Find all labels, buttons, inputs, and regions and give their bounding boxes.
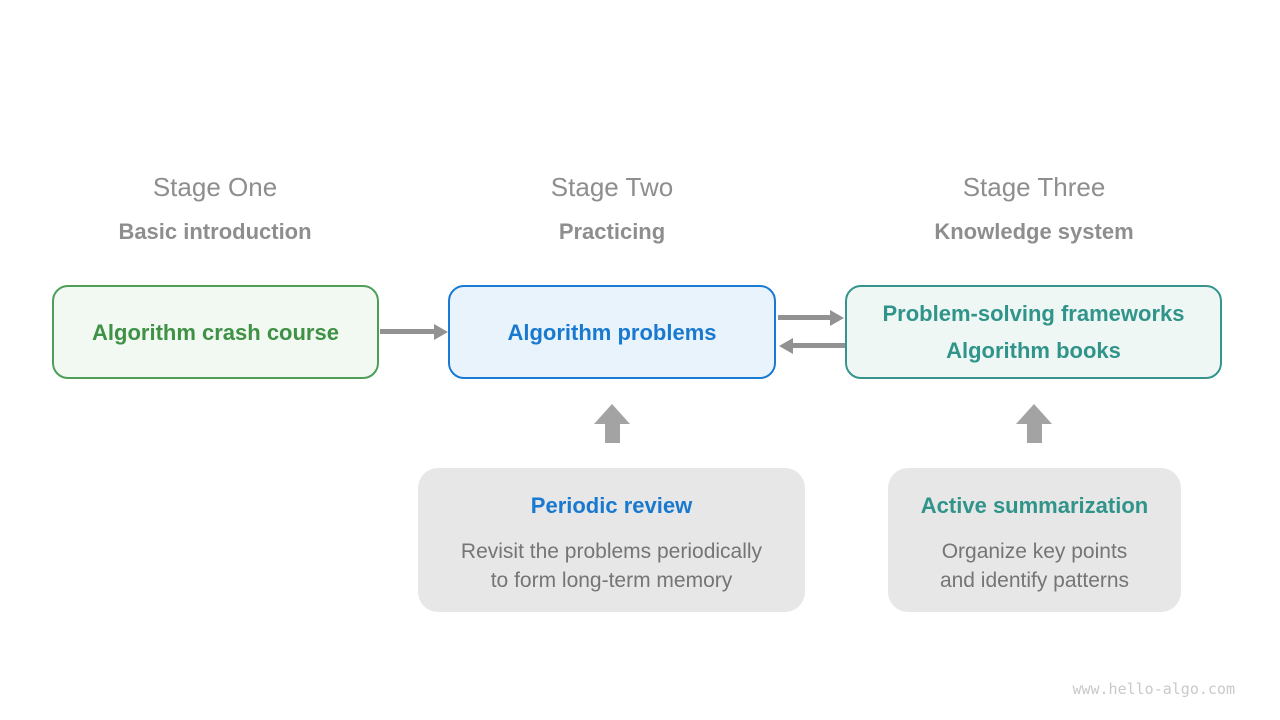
box-label: Algorithm crash course — [92, 319, 339, 345]
box-label-line2: Algorithm books — [946, 338, 1121, 363]
watermark: www.hello-algo.com — [1072, 680, 1235, 698]
note-title: Active summarization — [920, 493, 1149, 518]
arrow-head — [779, 337, 793, 354]
box-algorithm-crash-course: Algorithm crash course — [52, 285, 379, 379]
arrow-head — [1016, 404, 1052, 424]
note-description: Revisit the problems periodically to for… — [418, 537, 805, 595]
right-arrow-icon-problems-to-frameworks — [778, 309, 844, 326]
note-periodic-review: Periodic review Revisit the problems per… — [418, 468, 805, 612]
box-label: Algorithm problems — [507, 319, 717, 345]
stage-two-header: Stage Two Practicing — [452, 172, 772, 245]
note-description: Organize key points and identify pattern… — [888, 537, 1181, 595]
stage-one-subtitle: Basic introduction — [118, 219, 312, 244]
stage-three-header: Stage Three Knowledge system — [874, 172, 1194, 245]
stage-two-subtitle: Practicing — [558, 219, 666, 244]
note-description-line2: to form long-term memory — [490, 569, 733, 592]
arrow-head — [830, 309, 844, 326]
arrow-head — [434, 323, 448, 340]
arrow-head — [594, 404, 630, 424]
stage-three-subtitle: Knowledge system — [934, 219, 1134, 244]
arrow-stem — [604, 424, 620, 443]
note-description-line1: Organize key points — [941, 540, 1128, 563]
right-arrow-icon-crash-to-problems — [380, 323, 448, 340]
note-title: Periodic review — [530, 493, 693, 518]
up-arrow-icon-summarization — [1016, 404, 1052, 443]
box-label-line1: Problem-solving frameworks — [882, 301, 1185, 326]
note-active-summarization: Active summarization Organize key points… — [888, 468, 1181, 612]
stage-one-header: Stage One Basic introduction — [55, 172, 375, 245]
note-description-line2: and identify patterns — [939, 569, 1130, 592]
arrow-shaft — [380, 329, 434, 334]
stage-three-title: Stage Three — [962, 172, 1106, 202]
arrow-shaft — [793, 343, 845, 348]
stage-two-title: Stage Two — [550, 172, 674, 202]
stage-one-title: Stage One — [152, 172, 278, 202]
arrow-stem — [1026, 424, 1042, 443]
note-description-line1: Revisit the problems periodically — [460, 540, 763, 563]
arrow-shaft — [778, 315, 830, 320]
box-algorithm-problems: Algorithm problems — [448, 285, 776, 379]
left-arrow-icon-frameworks-to-problems — [779, 337, 845, 354]
up-arrow-icon-review — [594, 404, 630, 443]
box-knowledge-system: Problem-solving frameworks Algorithm boo… — [845, 285, 1222, 379]
